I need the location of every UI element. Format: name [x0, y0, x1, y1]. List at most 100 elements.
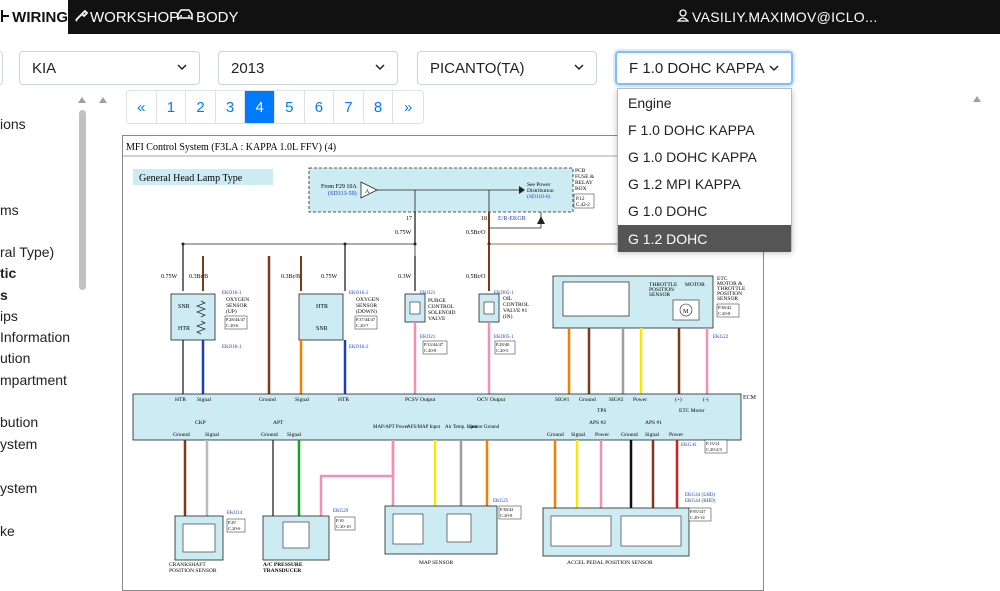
svg-text:Signal: Signal [205, 432, 220, 438]
svg-text:TRANSDUCER: TRANSDUCER [263, 568, 302, 574]
wrench-icon [74, 8, 89, 26]
svg-text:(UP): (UP) [226, 308, 237, 315]
year-select[interactable]: 2013 [218, 51, 398, 85]
sidebar-item[interactable]: ips [0, 308, 18, 324]
pagination-next[interactable]: » [393, 91, 423, 123]
model-select[interactable]: PICANTO(TA) [417, 51, 597, 85]
pagination-page-8[interactable]: 8 [363, 91, 394, 123]
svg-text:SENSOR: SENSOR [226, 303, 247, 309]
svg-text:C.20-2/3: C.20-2/3 [706, 447, 723, 452]
user-menu[interactable]: VASILIY.MAXIMOV@ICLO... [676, 0, 878, 34]
svg-text:EKG44 (LHD): EKG44 (LHD) [685, 493, 715, 498]
hidden-select-edge[interactable] [0, 51, 3, 85]
svg-text:EKO14: EKO14 [227, 511, 243, 516]
make-select[interactable]: KIA [19, 51, 200, 85]
chevron-down-icon [375, 64, 385, 71]
svg-text:SENSOR: SENSOR [649, 292, 670, 298]
svg-text:RELAY: RELAY [575, 180, 593, 186]
svg-text:C.20-6: C.20-6 [228, 526, 241, 531]
svg-text:THROTTLE: THROTTLE [649, 282, 678, 288]
svg-text:SOLENOID: SOLENOID [428, 310, 456, 316]
chevron-down-icon [574, 64, 584, 71]
svg-text:SENSOR: SENSOR [356, 303, 377, 309]
svg-text:APS #2: APS #2 [589, 420, 606, 426]
svg-text:EKO16-1: EKO16-1 [222, 345, 242, 350]
svg-text:P.12: P.12 [576, 197, 585, 202]
pagination-page-4[interactable]: 4 [245, 91, 275, 123]
nav-wiring-label: WIRING [12, 8, 68, 26]
car-icon [176, 8, 194, 26]
svg-text:Signal: Signal [197, 397, 212, 403]
svg-text:M: M [683, 309, 689, 315]
svg-text:POSITION: POSITION [649, 287, 674, 293]
nav-workshop-label: WORKSHOP [90, 8, 180, 26]
svg-text:SENSOR: SENSOR [717, 296, 738, 302]
svg-text:HTR: HTR [316, 304, 328, 310]
sidebar-item[interactable]: ke [0, 523, 15, 539]
svg-text:Ground: Ground [261, 432, 278, 438]
svg-text:SIG#1: SIG#1 [555, 397, 570, 403]
svg-text:Signal: Signal [645, 432, 660, 438]
svg-text:C.20-7: C.20-7 [356, 323, 369, 328]
engine-dropdown: Engine F 1.0 DOHC KAPPA G 1.0 DOHC KAPPA G … [617, 88, 792, 253]
svg-text:EKO16-2: EKO16-2 [349, 345, 369, 350]
svg-text:P.33/44/47: P.33/44/47 [424, 342, 444, 347]
svg-text:OCV Output: OCV Output [477, 397, 506, 403]
svg-text:From F29 10A: From F29 10A [321, 184, 357, 190]
svg-text:MAP SENSOR: MAP SENSOR [419, 560, 454, 566]
sidebar-item[interactable]: tic [0, 265, 17, 281]
svg-text:P.28/44/47: P.28/44/47 [226, 317, 246, 322]
sidebar-item[interactable]: ral Type) [0, 244, 55, 260]
engine-option[interactable]: G 1.0 DOHC [628, 203, 708, 220]
engine-option[interactable]: Engine [628, 94, 672, 111]
sidebar-item[interactable]: ystem [0, 436, 38, 452]
svg-text:0.3W: 0.3W [398, 274, 412, 280]
svg-text:Ground: Ground [579, 397, 596, 403]
sidebar-item[interactable]: ution [0, 350, 31, 366]
svg-text:(SD313-59): (SD313-59) [328, 190, 357, 197]
svg-text:EKO21: EKO21 [420, 291, 436, 296]
svg-text:EKO16-1: EKO16-1 [222, 291, 242, 296]
sidebar-item[interactable]: bution [0, 414, 39, 430]
nav-workshop[interactable]: WORKSHOP [74, 0, 179, 34]
svg-text:APT: APT [273, 420, 284, 426]
pagination-page-1[interactable]: 1 [156, 91, 187, 123]
scroll-up-arrow-icon[interactable] [99, 97, 107, 103]
pagination-page-3[interactable]: 3 [215, 91, 246, 123]
pagination-page-6[interactable]: 6 [304, 91, 335, 123]
pagination-prev[interactable]: « [127, 91, 157, 123]
sidebar-item[interactable]: Information [0, 329, 71, 345]
svg-text:BOX: BOX [575, 186, 587, 192]
svg-text:SNR: SNR [316, 326, 328, 332]
engine-option[interactable]: G 1.2 MPI KAPPA [628, 176, 741, 193]
sidebar-item[interactable]: s [0, 287, 8, 303]
svg-text:C.20-5: C.20-5 [496, 348, 509, 353]
pagination-page-7[interactable]: 7 [334, 91, 364, 123]
engine-select[interactable]: F 1.0 DOHC KAPPA [615, 51, 793, 85]
svg-text:HTR: HTR [178, 326, 190, 332]
sidebar-item[interactable]: ions [0, 116, 26, 132]
svg-text:C.20-8: C.20-8 [500, 513, 513, 518]
svg-text:PCSV Output: PCSV Output [405, 397, 436, 403]
engine-option[interactable]: G 1.2 DOHC [618, 224, 791, 253]
svg-text:MAP/APT Power: MAP/APT Power [373, 425, 409, 430]
engine-option[interactable]: G 1.0 DOHC KAPPA [628, 148, 757, 165]
engine-option[interactable]: F 1.0 DOHC KAPPA [628, 121, 755, 138]
nav-body[interactable]: BODY [176, 0, 239, 34]
pagination-page-5[interactable]: 5 [274, 91, 305, 123]
svg-text:CONTROL: CONTROL [428, 304, 455, 310]
pagination-page-2[interactable]: 2 [186, 91, 216, 123]
svg-text:P.95/147: P.95/147 [690, 509, 706, 514]
sidebar-item[interactable]: ms [0, 202, 19, 218]
page-scroll-up-arrow-icon[interactable] [973, 96, 981, 102]
sidebar-item[interactable]: mpartment [0, 372, 67, 388]
nav-wiring[interactable]: WIRING [0, 0, 68, 34]
sidebar-item[interactable]: ystem [0, 480, 38, 496]
svg-text:ETC Motor: ETC Motor [679, 408, 705, 414]
svg-text:Power: Power [595, 432, 609, 438]
svg-text:EKO21: EKO21 [420, 335, 436, 340]
scroll-up-arrow-icon[interactable] [78, 97, 86, 103]
sidebar-scrollbar-thumb[interactable] [79, 110, 86, 290]
svg-text:EKG25: EKG25 [493, 499, 509, 504]
